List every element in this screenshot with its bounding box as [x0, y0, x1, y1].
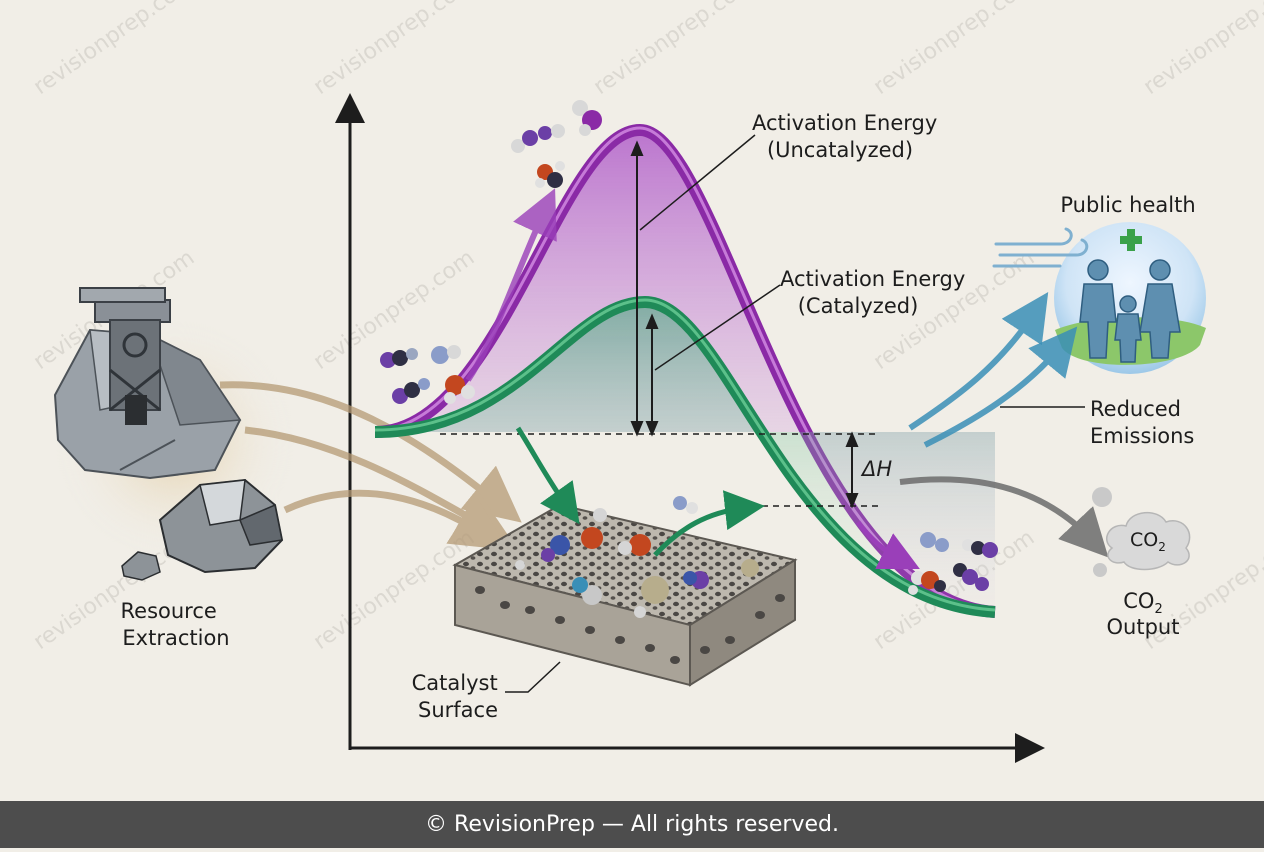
- co2-cloud-label: CO2: [1130, 529, 1166, 554]
- leader-catalyzed: [654, 284, 781, 371]
- blue-arrow-to-health: [908, 291, 1049, 431]
- delta-h-label: ΔH: [860, 457, 892, 481]
- resource-extraction-label: Resource Extraction: [121, 599, 230, 650]
- transition-molecules: [511, 100, 602, 188]
- green-arrow-into-catalyst: [515, 426, 580, 525]
- reduced-emissions-label: Reduced Emissions: [1090, 397, 1194, 448]
- watermark-text: revisionprep.com: [869, 0, 1039, 100]
- co2-output-label: CO2: [1123, 589, 1162, 617]
- activation-arrow-catalyzed: [645, 313, 659, 437]
- activation-arrow-uncatalyzed: [630, 140, 644, 437]
- activation-catalyzed-label: Activation Energy (Catalyzed): [780, 267, 972, 318]
- public-health-label: Public health: [1060, 193, 1195, 217]
- watermark-text: revisionprep.com: [589, 0, 759, 100]
- green-arrow-out-catalyst: [653, 490, 765, 557]
- catalyst-slab: [452, 503, 798, 687]
- watermark-text: revisionprep.com: [29, 0, 199, 100]
- resource-arrow: [219, 381, 522, 523]
- reactant-molecules: [380, 345, 475, 404]
- co2-cloud: CO2: [1092, 487, 1191, 577]
- co2-output-label-line2: Output: [1107, 615, 1180, 639]
- gray-arrow-to-co2: [899, 476, 1109, 558]
- delta-h-arrow: [845, 431, 859, 509]
- public-health-illustration: [992, 222, 1206, 374]
- copyright-footer: © RevisionPrep — All rights reserved.: [0, 801, 1264, 848]
- copyright-text: © RevisionPrep — All rights reserved.: [425, 812, 839, 837]
- watermark-text: revisionprep.com: [1139, 0, 1264, 100]
- watermark-text: revisionprep.com: [309, 525, 479, 655]
- purple-arrow-reactants-up: [465, 188, 557, 382]
- activation-uncatalyzed-label: Activation Energy (Uncatalyzed): [752, 111, 944, 162]
- catalyst-surface-label: Catalyst Surface: [412, 671, 505, 722]
- resource-flow-arrows: [219, 381, 522, 551]
- watermark-text: revisionprep.com: [309, 0, 479, 100]
- leader-catalyst-surface: [505, 661, 561, 693]
- ore-rocks: [121, 478, 284, 581]
- product-molecules: [673, 496, 998, 595]
- catalyzed-curve: [374, 296, 996, 618]
- purple-arrow-to-products: [856, 520, 920, 569]
- leader-uncatalyzed: [639, 134, 756, 231]
- resource-arrow: [283, 489, 509, 551]
- blue-arrow-to-health: [923, 326, 1078, 448]
